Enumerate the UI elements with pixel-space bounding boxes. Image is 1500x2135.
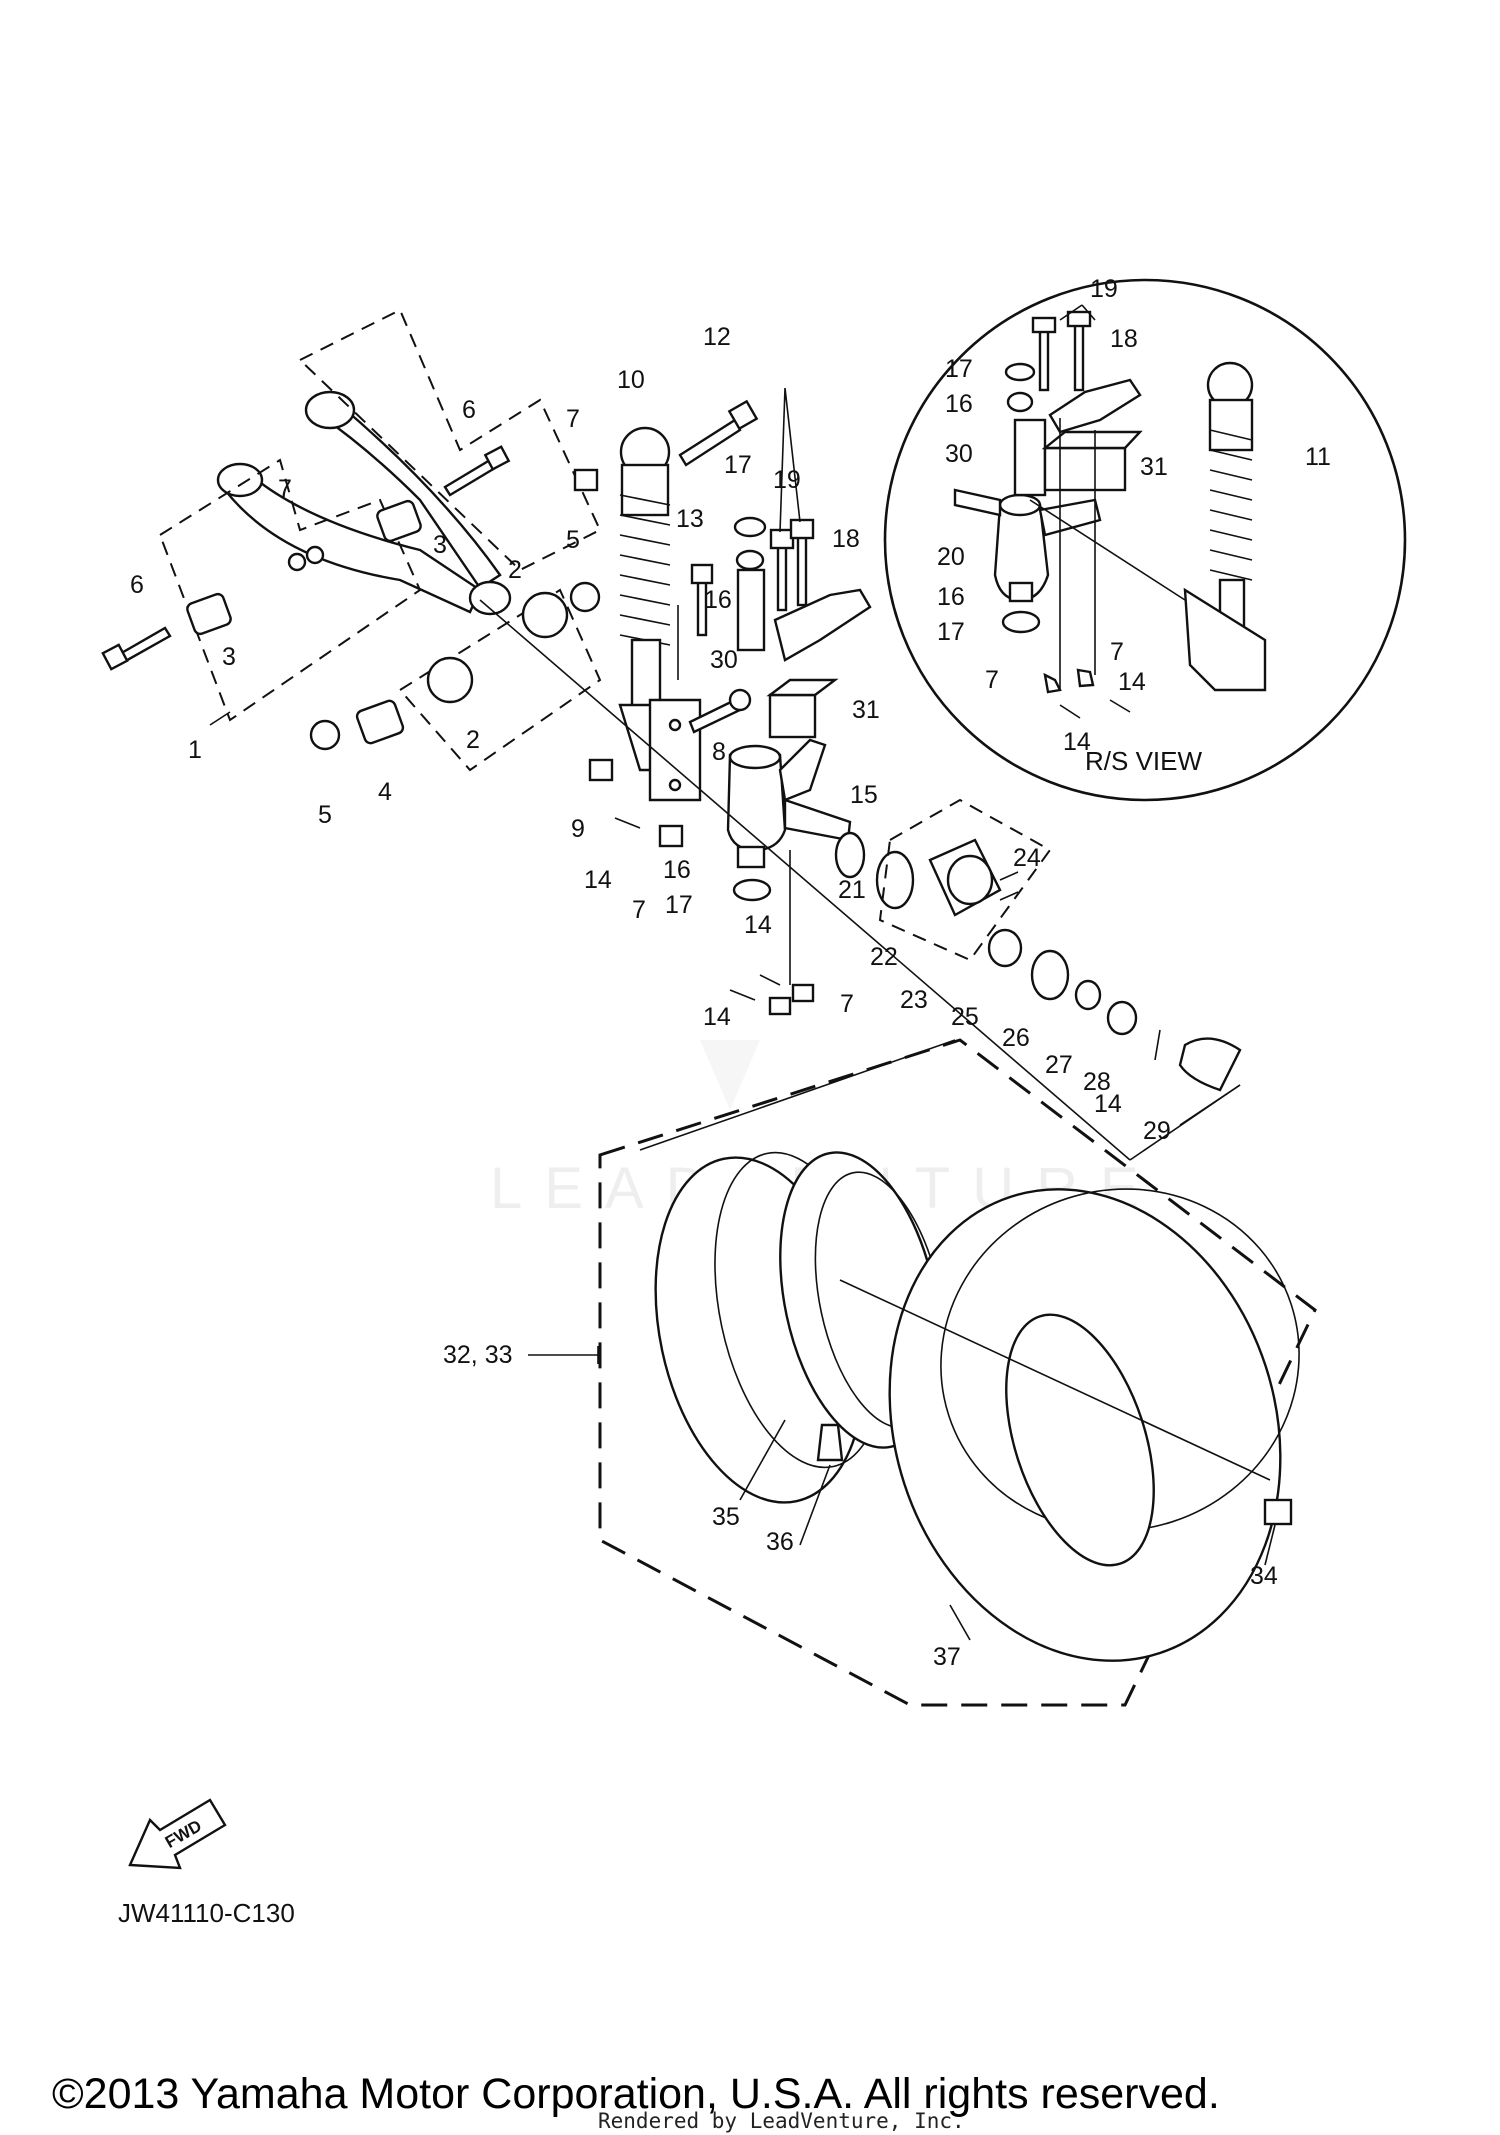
callout-14: 14: [584, 866, 612, 894]
callout-27: 27: [1045, 1051, 1073, 1079]
inset-collar-30: [1013, 418, 1047, 497]
inset-callout-14: 14: [1118, 668, 1146, 696]
callout-23: 23: [900, 986, 928, 1014]
inset-callout-16: 16: [937, 583, 965, 611]
callout-6: 6: [130, 571, 144, 599]
inset-bolts-19: [1031, 310, 1092, 392]
inset-bracket-31: [1043, 446, 1127, 492]
nut-34: [1263, 1498, 1293, 1526]
callout-4: 4: [378, 778, 392, 806]
upper-arm: [216, 390, 512, 616]
callout-7: 7: [278, 475, 292, 503]
callout-14: 14: [703, 1003, 731, 1031]
inset-callout-17: 17: [945, 355, 973, 383]
callout-17: 17: [724, 451, 752, 479]
axle-leader: [479, 599, 1131, 1161]
fwd-arrow-icon: FWD: [128, 1798, 227, 1870]
callout-28: 28: [1083, 1068, 1111, 1096]
inset-plate-18: [1048, 378, 1142, 434]
callout-32-33: 32, 33: [443, 1341, 513, 1369]
callout-17: 17: [665, 891, 693, 919]
callout-6: 6: [462, 396, 476, 424]
valve-36: [816, 1423, 844, 1462]
copyright-text: ©2013 Yamaha Motor Corporation, U.S.A. A…: [52, 2070, 1220, 2118]
callout-1: 1: [188, 736, 202, 764]
callout-22: 22: [870, 943, 898, 971]
callout-14: 14: [744, 911, 772, 939]
inset-knuckle: [953, 488, 1102, 602]
callout-34: 34: [1250, 1562, 1278, 1590]
inset-callout-30: 30: [945, 440, 973, 468]
callout-36: 36: [766, 1528, 794, 1556]
callouts: 1 2 2 3 3 4 5 5 6 6 7 7 7 7 8 9 10 12 13…: [130, 275, 1331, 1671]
hub-assembly: [834, 798, 1242, 1092]
callout-21: 21: [838, 876, 866, 904]
callout-29: 29: [1143, 1117, 1171, 1145]
callout-37: 37: [933, 1643, 961, 1671]
group-box-right: [298, 308, 602, 572]
rs-view-inset: R/S VIEW: [883, 278, 1407, 802]
tire-37: [888, 1188, 1300, 1662]
swing-arm-hardware: [101, 445, 601, 751]
callout-15: 15: [850, 781, 878, 809]
callout-3: 3: [222, 643, 236, 671]
callout-26: 26: [1002, 1024, 1030, 1052]
callout-13: 13: [676, 505, 704, 533]
inset-callout-31: 31: [1140, 453, 1168, 481]
inset-label: R/S VIEW: [1085, 746, 1202, 776]
shock-absorber-10: [573, 399, 759, 848]
rendered-by-text: Rendered by LeadVenture, Inc.: [598, 2109, 965, 2133]
inset-callout-11: 11: [1305, 443, 1331, 471]
callout-16: 16: [663, 856, 691, 884]
inset-callout-19: 19: [1090, 275, 1118, 303]
inset-callout-17: 17: [937, 618, 965, 646]
callout-31: 31: [852, 696, 880, 724]
callout-5: 5: [318, 801, 332, 829]
wheel-group-box: [598, 1038, 1317, 1707]
callout-2: 2: [466, 726, 480, 754]
callout-24: 24: [1013, 844, 1041, 872]
inset-callout-7: 7: [1110, 638, 1124, 666]
callout-19: 19: [773, 466, 801, 494]
callout-8: 8: [712, 738, 726, 766]
callout-9: 9: [571, 815, 585, 843]
callout-7: 7: [632, 896, 646, 924]
inset-callout-14: 14: [1063, 728, 1091, 756]
knuckle-assembly: [677, 516, 872, 1016]
group-box-left: [158, 458, 422, 722]
callout-30: 30: [710, 646, 738, 674]
inset-callout-7: 7: [985, 666, 999, 694]
callout-18: 18: [832, 525, 860, 553]
callout-5: 5: [566, 526, 580, 554]
callout-35: 35: [712, 1503, 740, 1531]
inset-shock-11: [1183, 361, 1267, 692]
watermark-logo: [700, 1040, 760, 1110]
callout-16: 16: [704, 586, 732, 614]
callout-3: 3: [433, 531, 447, 559]
callout-7: 7: [566, 405, 580, 433]
callout-leaders: [209, 304, 1276, 1641]
inset-callout-20: 20: [937, 543, 965, 571]
callout-7: 7: [840, 990, 854, 1018]
callout-10: 10: [617, 366, 645, 394]
inset-callout-18: 18: [1110, 325, 1138, 353]
inset-callout-16: 16: [945, 390, 973, 418]
callout-25: 25: [951, 1003, 979, 1031]
callout-12: 12: [703, 323, 731, 351]
diagram-code: JW41110-C130: [118, 1898, 295, 1928]
callout-2: 2: [508, 556, 522, 584]
callout-14: 14: [1094, 1090, 1122, 1118]
